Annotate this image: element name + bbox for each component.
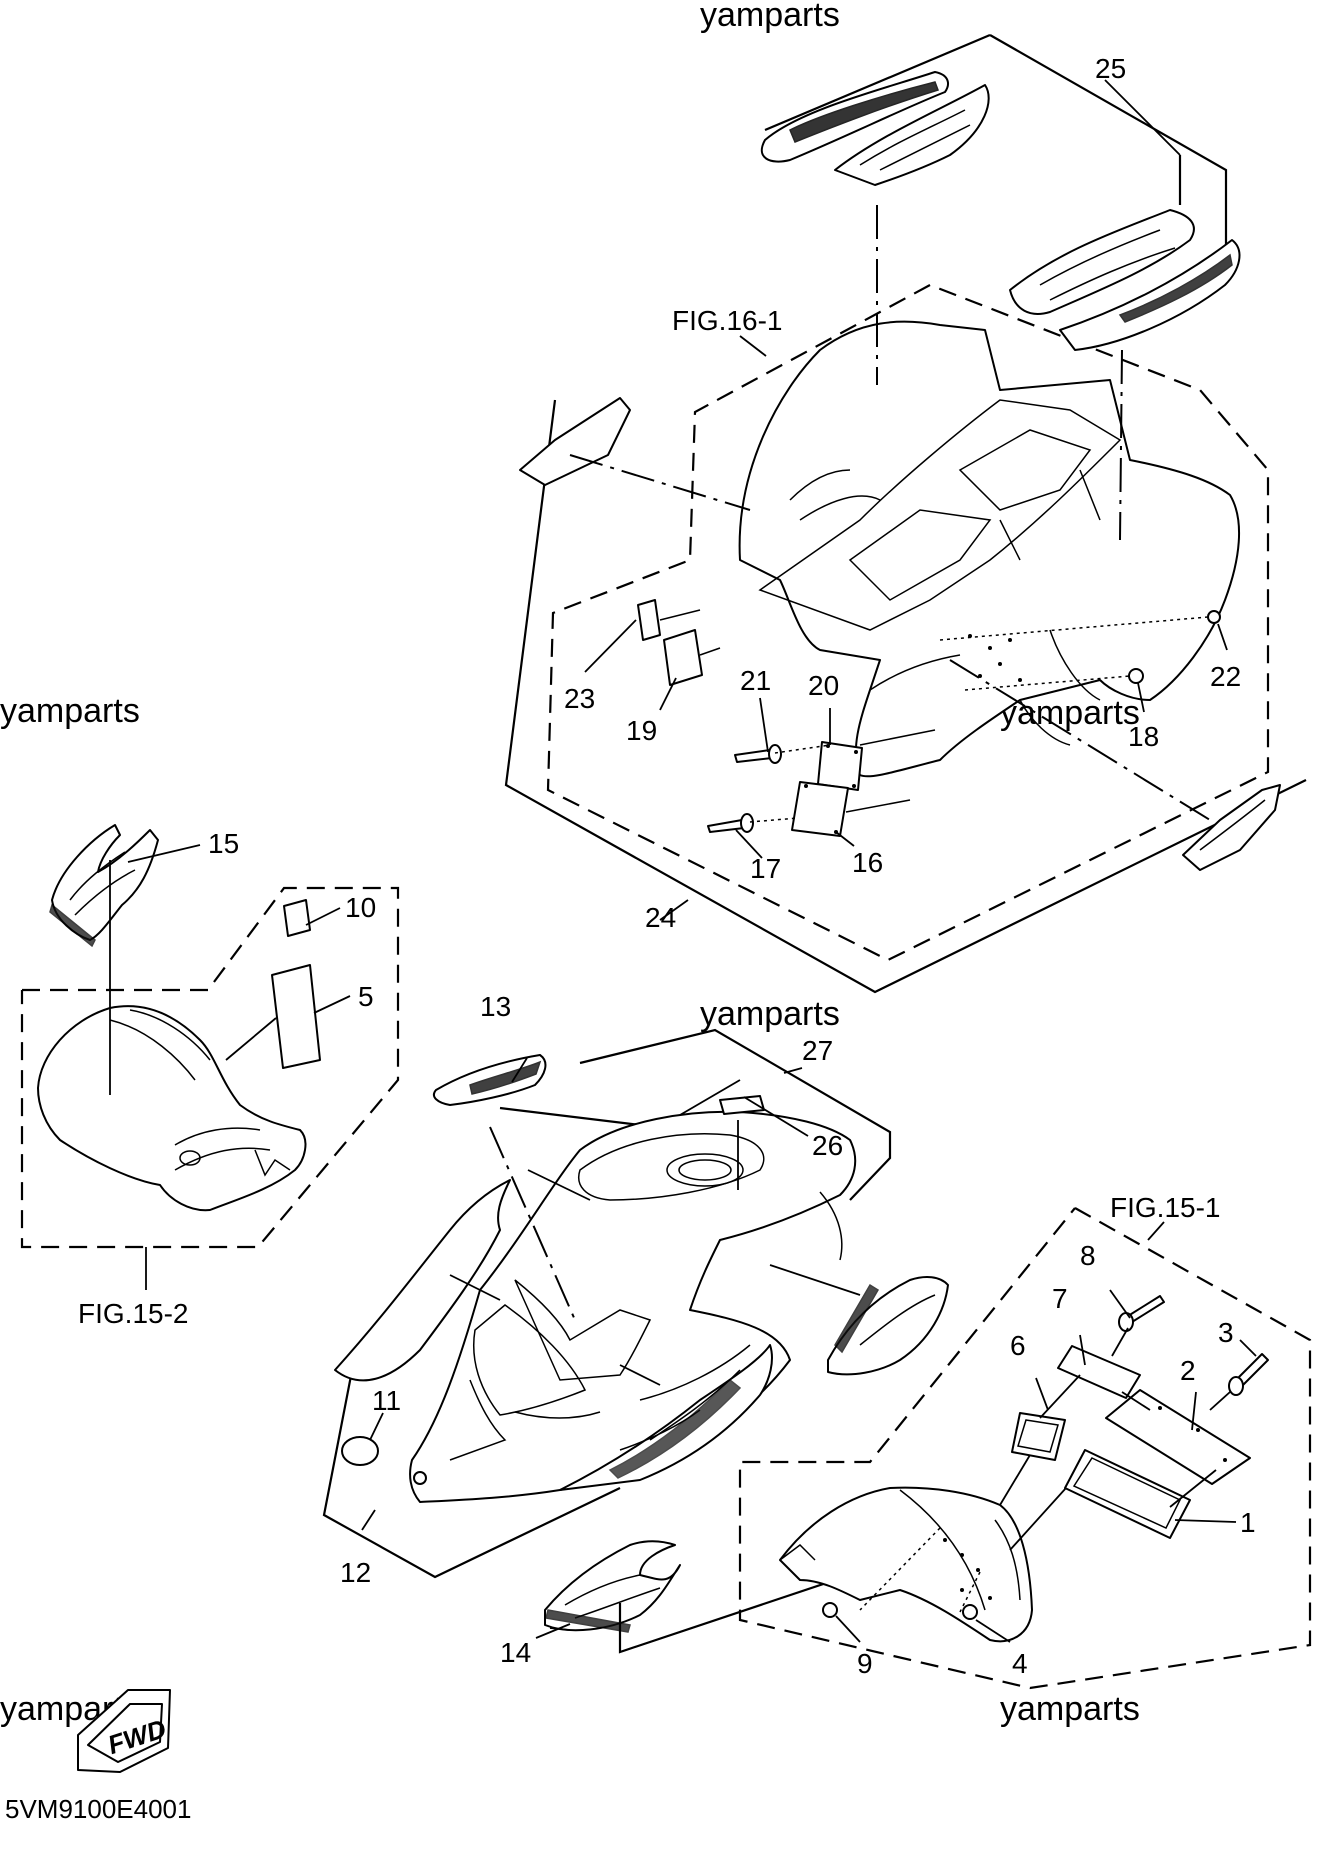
fig-15-1-label: FIG.15-1	[1110, 1192, 1220, 1223]
label-7: 7	[1052, 1283, 1068, 1314]
label-14: 14	[500, 1637, 531, 1668]
plate-1	[1064, 1449, 1191, 1539]
decal-24-tip-left	[519, 397, 631, 486]
label-8: 8	[1080, 1240, 1096, 1271]
group-24-outline	[504, 399, 1307, 994]
watermark-center: yamparts	[700, 995, 840, 1033]
decal-25-rear-right	[1059, 239, 1241, 351]
front-fender-wing-left	[334, 1179, 511, 1382]
rear-fender-group	[504, 33, 1307, 994]
watermark-top: yamparts	[700, 0, 840, 34]
front-fender-group	[322, 1028, 949, 1639]
plate-2	[1105, 1389, 1251, 1485]
label-19: 19	[626, 715, 657, 746]
label-22: 22	[1210, 661, 1241, 692]
seat	[37, 1005, 307, 1212]
rivet-21	[734, 749, 773, 763]
watermark-left: yamparts	[0, 692, 140, 730]
watermark-bottom-right: yamparts	[1000, 1690, 1140, 1728]
fig-15-1-group	[618, 1207, 1312, 1690]
label-20: 20	[808, 670, 839, 701]
label-3: 3	[1218, 1317, 1234, 1348]
decal-5	[271, 964, 321, 1069]
label-18: 18	[1128, 721, 1159, 752]
label-4: 4	[1012, 1648, 1028, 1679]
label-11: 11	[372, 1385, 401, 1416]
drawing-code: 5VM9100E4001	[5, 1794, 191, 1824]
decal-25-front-right	[1009, 209, 1195, 315]
label-27: 27	[802, 1035, 833, 1066]
decal-19	[663, 629, 703, 686]
mud-guard	[779, 1486, 1033, 1643]
washer-4	[962, 1604, 978, 1620]
rear-fender	[738, 320, 1240, 778]
rivet-17	[707, 819, 745, 833]
seat-group	[20, 824, 400, 1290]
label-13: 13	[480, 991, 511, 1022]
washer-9	[822, 1602, 838, 1618]
fig-16-1-boundary	[546, 283, 1270, 962]
plate-16	[791, 781, 849, 837]
label-9: 9	[857, 1648, 873, 1679]
fig-15-2-label: FIG.15-2	[78, 1298, 188, 1329]
group-12-outline	[499, 1106, 641, 1127]
group-25-outline	[764, 33, 991, 132]
label-10: 10	[345, 892, 376, 923]
label-15: 15	[208, 828, 239, 859]
label-5: 5	[358, 981, 374, 1012]
decal-24-tip-right	[1182, 784, 1281, 871]
plate-20	[817, 741, 863, 791]
decal-25-rear-left	[834, 84, 990, 186]
decal-23	[637, 599, 661, 641]
label-16: 16	[852, 847, 883, 878]
label-17: 17	[750, 853, 781, 884]
plate-7	[1057, 1345, 1141, 1399]
decal-27-side	[827, 1276, 949, 1376]
watermark-mid-right: yamparts	[1000, 694, 1140, 732]
label-26: 26	[812, 1130, 843, 1161]
decal-14	[544, 1540, 681, 1632]
label-2: 2	[1180, 1355, 1196, 1386]
emblem-11	[341, 1436, 379, 1466]
front-fender	[409, 1110, 857, 1503]
label-25: 25	[1095, 53, 1126, 84]
fig-16-1-label: FIG.16-1	[672, 305, 782, 336]
label-24: 24	[645, 902, 676, 933]
fwd-arrow-badge: FWD	[77, 1689, 171, 1773]
label-12: 12	[340, 1557, 371, 1588]
label-21: 21	[740, 665, 771, 696]
fig-15-2-boundary	[20, 886, 400, 1249]
fig-15-1-boundary	[738, 1207, 1312, 1690]
rivet-8	[1127, 1295, 1165, 1323]
washer-22	[1207, 610, 1221, 624]
label-1: 1	[1240, 1507, 1256, 1538]
plate-6	[1011, 1412, 1066, 1461]
label-23: 23	[564, 683, 595, 714]
decal-10	[283, 899, 311, 937]
washer-18	[1128, 668, 1144, 684]
label-6: 6	[1010, 1330, 1026, 1361]
